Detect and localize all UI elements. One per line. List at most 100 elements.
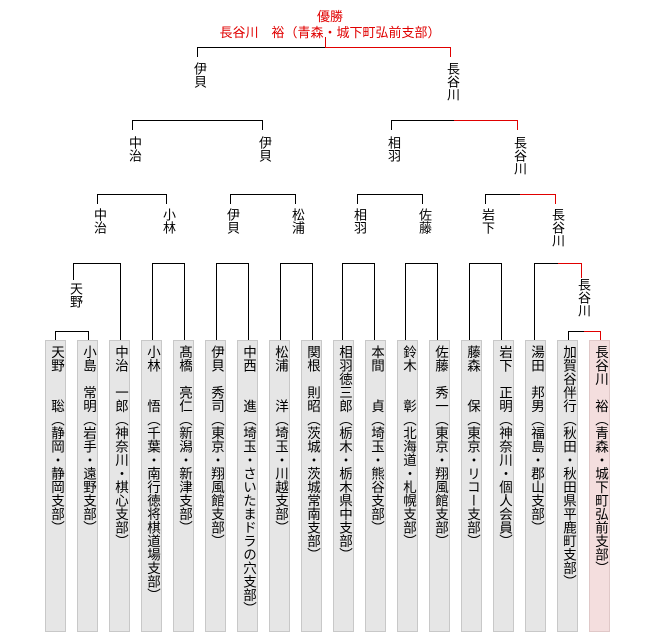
champion-title: 優勝 — [316, 10, 343, 25]
bracket-line — [485, 194, 520, 195]
bracket-line — [295, 194, 296, 204]
player-name: 藤森 保（東京・リコー支部） — [464, 345, 480, 548]
bracket-line — [405, 263, 438, 264]
match-winner-label: 岩下 — [479, 208, 494, 234]
match-winner-label: 伊貝 — [224, 208, 239, 234]
bracket-line — [454, 120, 518, 121]
bracket-line — [422, 194, 423, 204]
bracket-line — [357, 194, 358, 204]
player-name: 本間 貞（埼玉・熊谷支部） — [368, 345, 384, 534]
bracket-line — [485, 194, 486, 204]
bracket-line — [88, 331, 89, 340]
player-name: 中治 一郎（神奈川・棋心支部） — [112, 345, 128, 548]
match-winner-label: 長谷川 — [444, 62, 459, 101]
player-name: 伊貝 秀司（東京・翔風館支部） — [208, 345, 224, 548]
match-winner-label: 中治 — [126, 136, 141, 162]
player-box: 鈴木 彰（北海道・札幌支部） — [397, 340, 418, 632]
bracket-line — [469, 263, 502, 264]
bracket-line — [520, 194, 556, 195]
player-box: 小林 悟（千葉・南行徳将棋道場支部） — [141, 340, 162, 632]
bracket-line — [469, 263, 470, 340]
bracket-line — [55, 331, 89, 332]
bracket-line — [152, 263, 185, 264]
bracket-line — [568, 331, 569, 340]
match-winner-label: 相羽 — [385, 136, 400, 162]
match-winner-label: 松浦 — [289, 208, 304, 234]
bracket-line — [342, 263, 343, 340]
bracket-line — [555, 194, 556, 204]
bracket-line — [357, 194, 423, 195]
player-name: 相羽徳三郎（栃木・栃木県中支部） — [336, 345, 352, 561]
match-winner-label: 中治 — [91, 208, 106, 234]
player-name: 小林 悟（千葉・南行徳将棋道場支部） — [144, 345, 160, 602]
bracket-line — [558, 263, 582, 264]
bracket-line — [152, 263, 153, 340]
bracket-line — [216, 263, 249, 264]
bracket-line — [97, 194, 98, 204]
match-winner-label: 佐藤 — [416, 208, 431, 234]
match-winner-label: 小林 — [160, 208, 175, 234]
player-box: 天野 聡（静岡・静岡支部） — [45, 340, 66, 632]
bracket-line — [166, 194, 167, 204]
player-box: 岩下 正明（神奈川・個人会員） — [493, 340, 514, 632]
match-winner-label: 長谷川 — [549, 208, 564, 247]
player-box: 加賀谷伴行（秋田・秋田県平鹿町支部） — [557, 340, 578, 632]
match-winner-label: 天野 — [67, 282, 82, 308]
player-name: 髙橋 亮仁（新潟・新津支部） — [176, 345, 192, 534]
player-box: 関根 則昭（茨城・茨城常南支部） — [301, 340, 322, 632]
match-winner-label: 長谷川 — [511, 136, 526, 175]
player-box: 小島 常明（岩手・遠野支部） — [77, 340, 98, 632]
player-name: 鈴木 彰（北海道・札幌支部） — [400, 345, 416, 548]
player-name: 湯田 邦男（福島・郡山支部） — [528, 345, 544, 534]
bracket-line — [73, 263, 74, 280]
bracket-line — [391, 120, 454, 121]
bracket-line — [97, 194, 167, 195]
bracket-line — [230, 194, 296, 195]
bracket-line — [391, 120, 392, 130]
player-name: 加賀谷伴行（秋田・秋田県平鹿町支部） — [560, 345, 576, 588]
match-winner-label: 長谷川 — [575, 278, 590, 317]
bracket-line — [312, 263, 313, 340]
match-winner-label: 相羽 — [351, 208, 366, 234]
bracket-line — [132, 120, 133, 130]
bracket-line — [325, 37, 326, 47]
bracket-line — [581, 263, 582, 278]
bracket-line — [374, 263, 375, 340]
bracket-line — [262, 120, 263, 130]
bracket-line — [600, 331, 601, 340]
player-name: 岩下 正明（神奈川・個人会員） — [496, 345, 512, 548]
bracket-line — [73, 263, 121, 264]
player-name: 長谷川 裕（青森・城下町弘前支部） — [592, 345, 608, 575]
bracket-line — [584, 331, 601, 332]
player-name: 天野 聡（静岡・静岡支部） — [48, 345, 64, 534]
champion-name: 長谷川 裕（青森・城下町弘前支部） — [219, 26, 441, 41]
bracket-line — [534, 263, 558, 264]
player-name: 佐藤 秀一（東京・翔風館支部） — [432, 345, 448, 548]
bracket-line — [197, 47, 198, 57]
player-name: 中西 進（埼玉・さいたまドラの穴支部） — [240, 345, 256, 615]
bracket-line — [342, 263, 375, 264]
player-box: 長谷川 裕（青森・城下町弘前支部） — [589, 340, 610, 632]
bracket-line — [248, 263, 249, 340]
bracket-line — [132, 120, 263, 121]
player-box: 湯田 邦男（福島・郡山支部） — [525, 340, 546, 632]
bracket-line — [517, 120, 518, 130]
player-name: 小島 常明（岩手・遠野支部） — [80, 345, 96, 534]
bracket-line — [120, 263, 121, 340]
bracket-line — [197, 47, 325, 48]
player-box: 松浦 洋（埼玉・川越支部） — [269, 340, 290, 632]
player-name: 松浦 洋（埼玉・川越支部） — [272, 345, 288, 534]
bracket-line — [55, 331, 56, 340]
player-box: 中西 進（埼玉・さいたまドラの穴支部） — [237, 340, 258, 632]
bracket-line — [450, 47, 451, 57]
player-box: 佐藤 秀一（東京・翔風館支部） — [429, 340, 450, 632]
bracket-line — [534, 263, 535, 340]
bracket-line — [280, 263, 313, 264]
bracket-line — [230, 194, 231, 204]
player-box: 藤森 保（東京・リコー支部） — [461, 340, 482, 632]
bracket-line — [280, 263, 281, 340]
bracket-line — [325, 47, 451, 48]
bracket-line — [216, 263, 217, 340]
bracket-line — [501, 263, 502, 340]
